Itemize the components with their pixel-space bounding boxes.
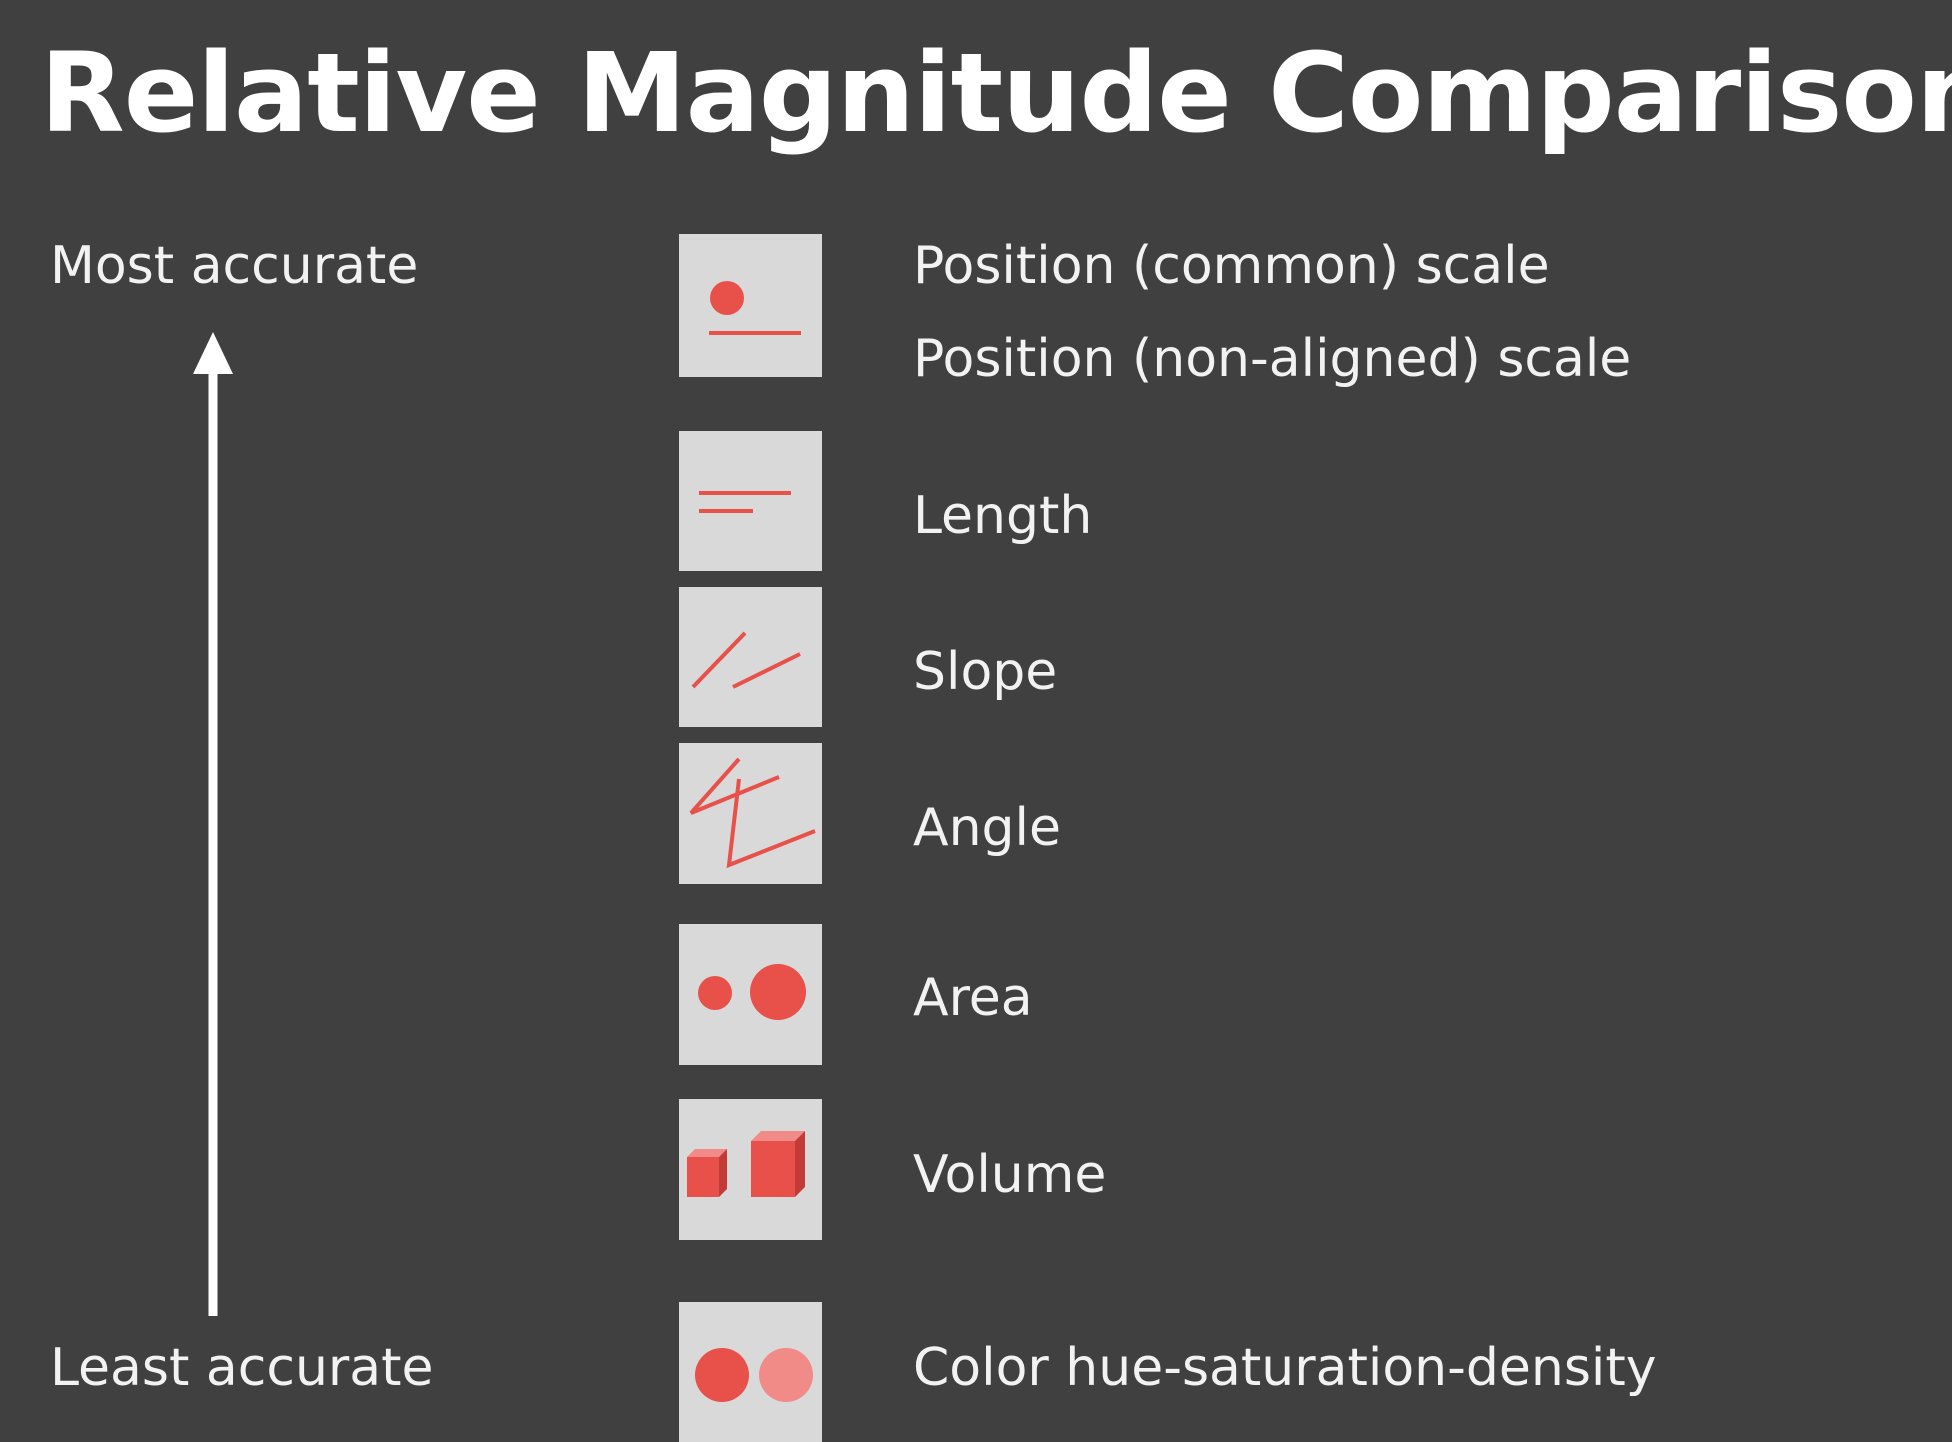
encoding-label-area: Area <box>913 968 1033 1028</box>
encoding-label-volume: Volume <box>913 1145 1107 1205</box>
volume-icon <box>679 1099 822 1240</box>
slope-icon <box>679 587 822 727</box>
accuracy-arrow-icon <box>193 332 233 1316</box>
encoding-label-length: Length <box>913 486 1093 546</box>
position-icon <box>679 234 822 377</box>
encoding-label-color: Color hue-saturation-density <box>913 1338 1657 1398</box>
encoding-label-slope: Slope <box>913 642 1058 702</box>
area-icon <box>679 924 822 1065</box>
most-accurate-label: Most accurate <box>50 236 419 296</box>
encoding-label-position-common: Position (common) scale <box>913 236 1550 296</box>
least-accurate-label: Least accurate <box>50 1338 434 1398</box>
page-title: Relative Magnitude Comparison <box>40 29 1952 157</box>
angle-icon <box>679 743 822 884</box>
encoding-label-angle: Angle <box>913 798 1061 858</box>
length-icon <box>679 431 822 571</box>
color-icon <box>679 1302 822 1442</box>
encoding-label-position-non-aligned: Position (non-aligned) scale <box>913 329 1632 389</box>
